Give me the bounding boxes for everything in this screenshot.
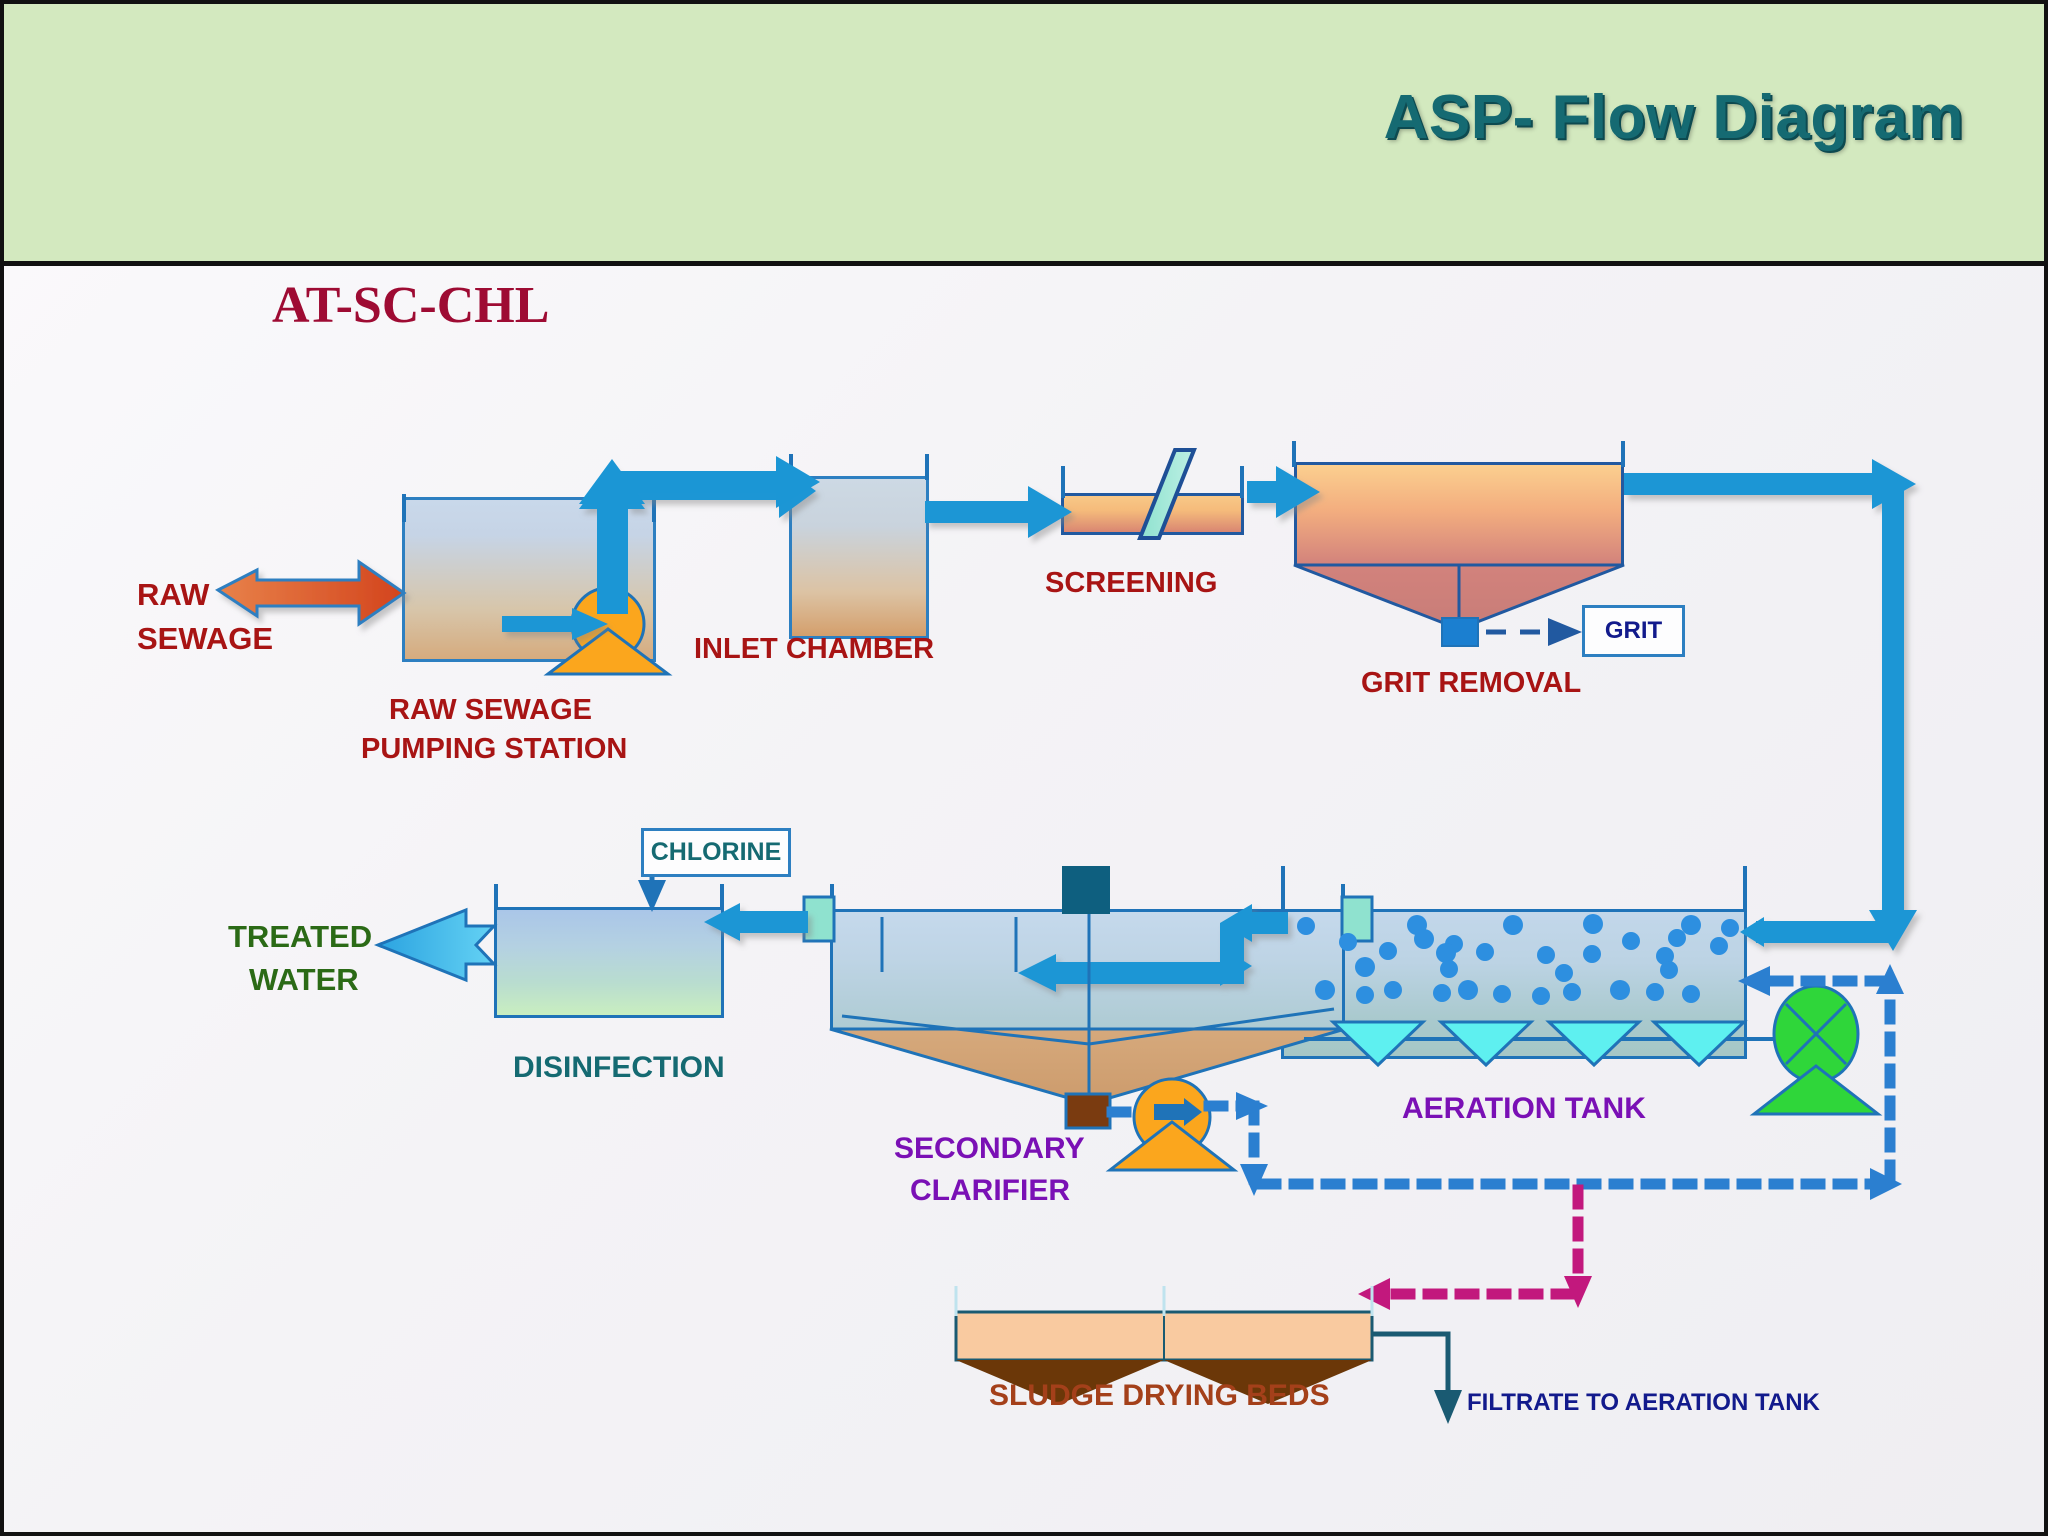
slide-header-band <box>4 4 2044 266</box>
ras-pump <box>1105 1077 1239 1172</box>
aeration-tank-right-wall <box>1743 866 1747 912</box>
grit-removal-hopper <box>1293 563 1625 647</box>
flow-inlet-to-screening <box>925 486 1072 538</box>
label-treated-water-line2: WATER <box>249 962 359 997</box>
treated-water-outflow-arrow <box>373 907 498 983</box>
main-flow-to-aeration <box>1624 459 1917 951</box>
label-inlet-chamber: INLET CHAMBER <box>694 633 935 665</box>
disinfection-tank <box>494 907 724 1018</box>
filtrate-return-line <box>1372 1331 1462 1424</box>
label-secondary-clarifier-line1: SECONDARY <box>894 1132 1085 1165</box>
label-treated-water-line1: TREATED <box>228 919 373 954</box>
label-raw-sewage-line2: SEWAGE <box>137 621 274 656</box>
clarifier-left-wall <box>830 884 834 912</box>
screening-right-wall <box>1240 466 1244 498</box>
raw-sewage-tank-right-wall <box>652 494 656 522</box>
chlorine-callout-label: CHLORINE <box>650 838 782 866</box>
inlet-chamber-right-wall <box>925 454 929 480</box>
grit-draw-off-port <box>1441 617 1479 647</box>
subtitle-at-sc-chl: AT-SC-CHL <box>272 277 550 334</box>
grit-removal-right-wall <box>1621 441 1625 467</box>
inlet-chamber-left-wall <box>789 454 793 480</box>
grit-removal-left-wall <box>1292 441 1296 467</box>
secondary-clarifier-body <box>830 909 1345 1029</box>
page-title: ASP- Flow Diagram <box>1383 83 1964 152</box>
label-secondary-clarifier-line2: CLARIFIER <box>910 1174 1070 1207</box>
was-arrowheads <box>1358 1276 1592 1310</box>
clarifier-right-wall <box>1341 884 1345 912</box>
raw-sewage-pumping-tank <box>402 497 656 662</box>
label-filtrate-to-aeration-tank: FILTRATE TO AERATION TANK <box>1467 1389 1820 1416</box>
label-pumping-station-line2: PUMPING STATION <box>361 733 628 765</box>
label-grit-removal: GRIT REMOVAL <box>1361 667 1582 699</box>
raw-sewage-inflow-arrow <box>215 559 407 627</box>
aeration-tank-body <box>1281 909 1747 1059</box>
grit-draw-off-arrow <box>1486 618 1582 646</box>
clarifier-drive-unit <box>1062 866 1110 914</box>
label-sludge-drying-beds: SLUDGE DRYING BEDS <box>989 1379 1330 1412</box>
grit-callout-box[interactable]: GRIT <box>1582 605 1685 657</box>
waste-activated-sludge-line <box>1370 1184 1584 1300</box>
inlet-feed-pipe <box>604 471 784 493</box>
aeration-tank-left-wall <box>1281 866 1285 912</box>
grit-callout-label: GRIT <box>1604 617 1663 644</box>
air-blower <box>1749 984 1883 1116</box>
inlet-chamber-tank <box>789 476 929 639</box>
label-pumping-station-line1: RAW SEWAGE <box>389 694 593 726</box>
label-raw-sewage-line1: RAW <box>137 577 210 612</box>
chlorine-callout-box[interactable]: CHLORINE <box>641 828 791 877</box>
label-disinfection: DISINFECTION <box>513 1051 725 1084</box>
disinfection-left-wall <box>494 884 498 910</box>
clarifier-sludge-outlet <box>1064 1092 1112 1130</box>
grit-removal-tank <box>1294 462 1624 565</box>
raw-sewage-tank-left-wall <box>402 494 406 522</box>
disinfection-right-wall <box>720 884 724 910</box>
screening-left-wall <box>1061 466 1065 498</box>
screening-channel <box>1061 493 1244 535</box>
label-aeration-tank: AERATION TANK <box>1402 1092 1646 1125</box>
label-screening: SCREENING <box>1045 567 1218 599</box>
